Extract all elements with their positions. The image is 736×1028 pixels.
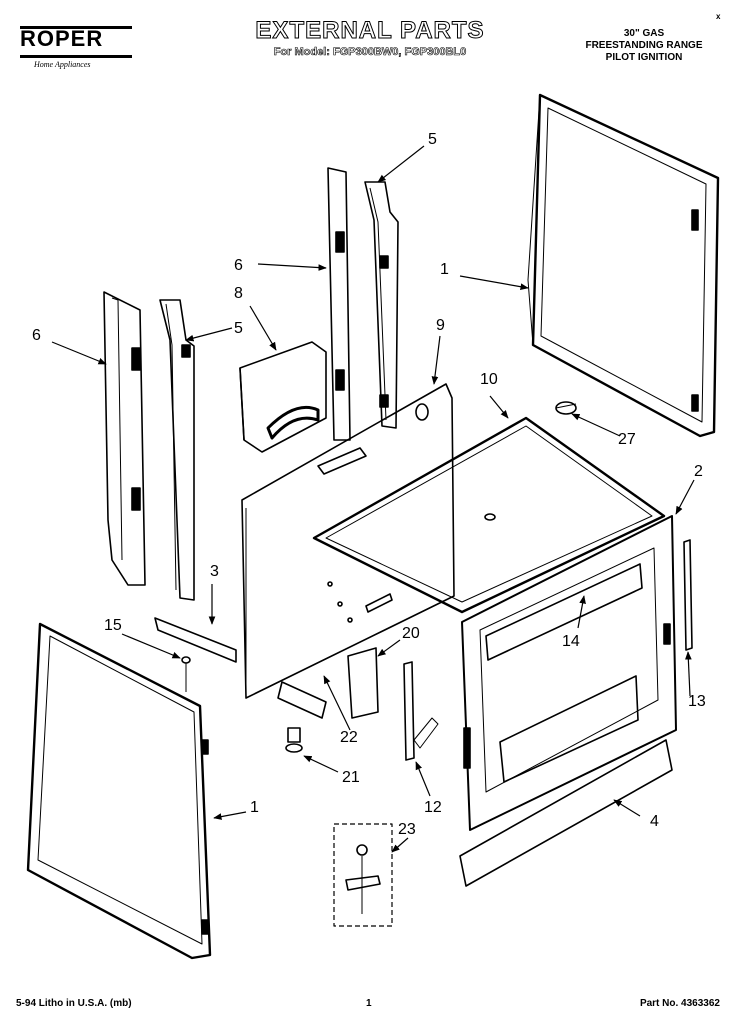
leveling-leg-21 — [285, 727, 303, 753]
vent-duct-8 — [239, 341, 327, 453]
callout-8: 8 — [234, 285, 243, 302]
callout-23: 23 — [398, 821, 416, 838]
page-title: EXTERNAL PARTS — [255, 17, 485, 44]
roper-logo: ROPER Home Appliances — [20, 26, 132, 70]
footer-litho: 5-94 Litho in U.S.A. (mb) — [16, 998, 132, 1009]
callout-5-left: 5 — [234, 320, 243, 337]
rail-left-5 — [159, 299, 195, 601]
callout-1-upper: 1 — [440, 261, 449, 278]
rail-right-6 — [327, 167, 351, 441]
brand-name: ROPER — [20, 26, 132, 58]
callout-27: 27 — [618, 431, 636, 448]
callout-labels: 5 6 1 8 6 5 9 10 27 2 3 14 15 20 13 22 2… — [32, 131, 706, 838]
callout-3: 3 — [210, 563, 219, 580]
shield-20 — [347, 647, 379, 719]
callout-1-lower: 1 — [250, 799, 259, 816]
callout-15: 15 — [104, 617, 122, 634]
callout-4: 4 — [650, 813, 659, 830]
callout-12: 12 — [424, 799, 442, 816]
callout-10: 10 — [480, 371, 498, 388]
footer-part-number: Part No. 4363362 — [639, 998, 720, 1009]
cooktop-10 — [312, 416, 666, 614]
front-frame-2 — [461, 515, 677, 831]
spec-line-2: FREESTANDING RANGE — [585, 40, 703, 51]
callout-6-left: 6 — [32, 327, 41, 344]
callout-5-upper: 5 — [428, 131, 437, 148]
footer-page-number: 1 — [366, 998, 372, 1009]
trim-strip-13 — [683, 539, 693, 651]
callout-2: 2 — [694, 463, 703, 480]
callout-9: 9 — [436, 317, 445, 334]
rail-right-5 — [364, 181, 399, 429]
leader-arrows — [51, 145, 695, 853]
corner-mark: x — [716, 12, 721, 21]
kit-box-23 — [333, 823, 393, 927]
callout-13: 13 — [688, 693, 706, 710]
bracket-12 — [403, 661, 415, 761]
side-panel-left — [26, 622, 212, 960]
callout-14: 14 — [562, 633, 580, 650]
spec-line-3: PILOT IGNITION — [605, 52, 683, 63]
rear-panel-9 — [241, 383, 455, 699]
spec-block: 30" GAS FREESTANDING RANGE PILOT IGNITIO… — [560, 28, 728, 64]
callout-21: 21 — [342, 769, 360, 786]
spec-line-1: 30" GAS — [623, 28, 665, 39]
rail-left-6 — [103, 291, 146, 586]
brand-subtitle: Home Appliances — [34, 60, 91, 69]
callout-6-upper: 6 — [234, 257, 243, 274]
knob-27 — [555, 401, 577, 415]
callout-22: 22 — [340, 729, 358, 746]
screw-15 — [181, 656, 191, 692]
bottom-bracket — [277, 681, 327, 719]
rail-3 — [154, 617, 237, 663]
model-line: For Model: FGP300BW0, FGP300BL0 — [273, 46, 467, 59]
callout-20: 20 — [402, 625, 420, 642]
kick-plate-4 — [459, 739, 673, 887]
side-panel-right — [527, 93, 720, 438]
